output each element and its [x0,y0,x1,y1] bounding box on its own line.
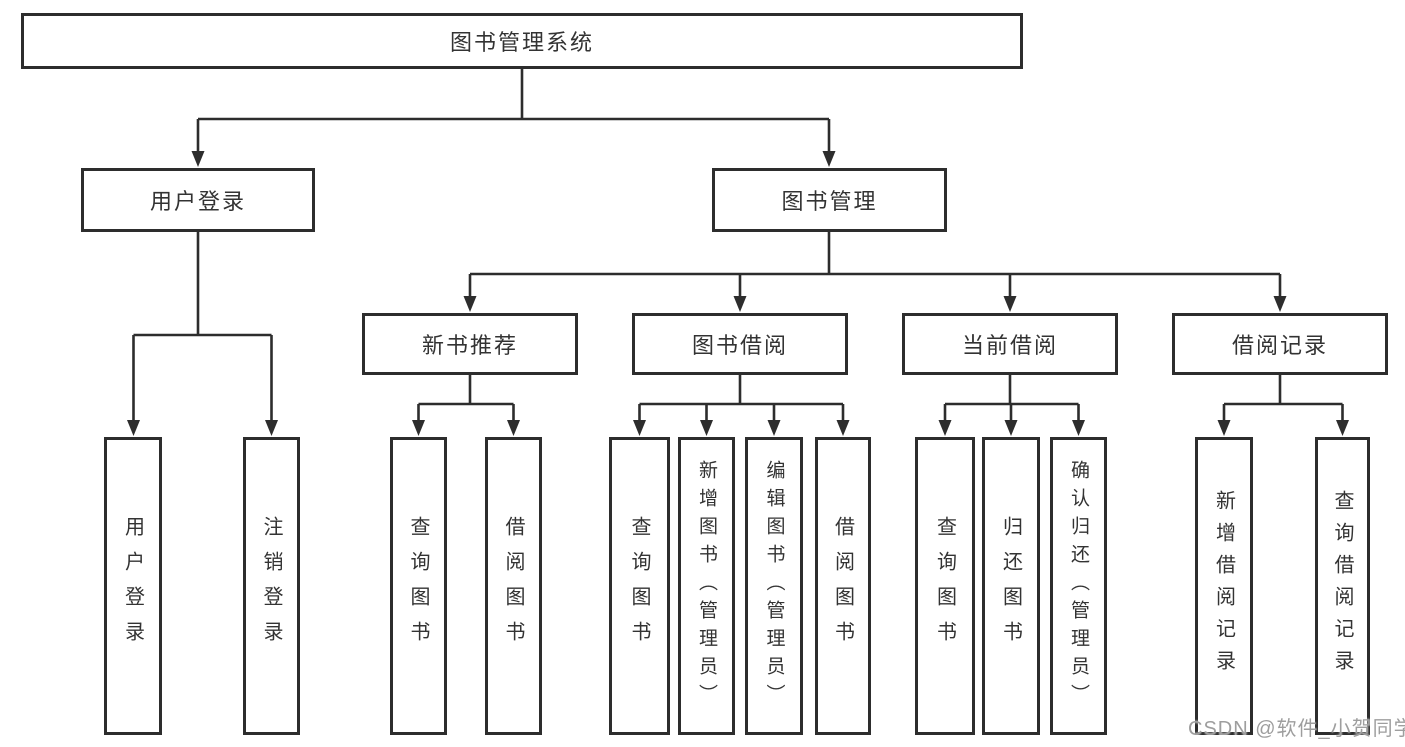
leaf-records-query-record: 查询借阅记录 [1315,437,1370,735]
node-user-login: 用户登录 [81,168,315,232]
connector-root [196,69,831,153]
leaf-current-query-books: 查询图书 [915,437,975,735]
node-book-borrowing: 图书借阅 [632,313,848,375]
connector-book-borrowing [638,375,845,422]
leaf-new-rec-borrow-books: 借阅图书 [485,437,542,735]
leaf-current-confirm-return-admin: 确认归还（管理员） [1050,437,1107,735]
leaf-current-return-books: 归还图书 [982,437,1040,735]
watermark: CSDN @软件_小贺同学 [1188,718,1405,740]
connector-borrow-records [1222,375,1344,422]
arrowheads [127,151,1349,436]
node-borrow-records: 借阅记录 [1172,313,1388,375]
connector-book-management [468,232,1282,298]
leaf-borrowing-borrow-books: 借阅图书 [815,437,871,735]
node-book-management: 图书管理 [712,168,947,232]
leaf-logout: 注销登录 [243,437,300,735]
node-root: 图书管理系统 [21,13,1023,69]
leaf-user-login: 用户登录 [104,437,162,735]
connector-current-borrowing [943,375,1080,422]
connector-new-book-recommend [417,375,515,422]
node-current-borrowing: 当前借阅 [902,313,1118,375]
node-new-book-recommend: 新书推荐 [362,313,578,375]
leaf-records-add-record: 新增借阅记录 [1195,437,1253,735]
leaf-borrowing-add-books-admin: 新增图书（管理员） [678,437,735,735]
connector-user-login [132,232,273,422]
leaf-new-rec-query-books: 查询图书 [390,437,447,735]
leaf-borrowing-query-books: 查询图书 [609,437,670,735]
leaf-borrowing-edit-books-admin: 编辑图书（管理员） [745,437,803,735]
